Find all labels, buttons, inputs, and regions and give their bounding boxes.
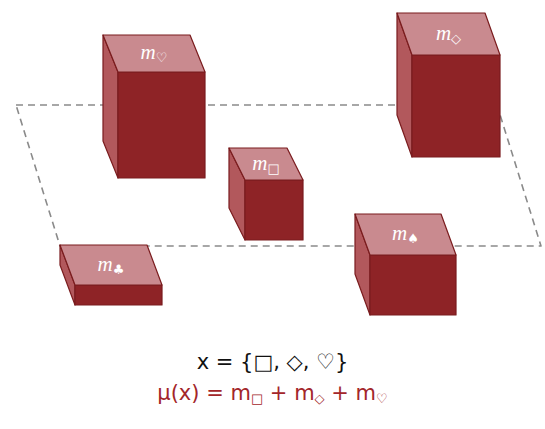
- top-face: [355, 214, 456, 255]
- mass-label: m◇: [436, 23, 461, 45]
- top-face-area: m♠: [363, 214, 449, 255]
- front-face: [412, 55, 500, 157]
- top-face-area: m□: [237, 148, 295, 180]
- top-face-area: m♣: [68, 245, 155, 285]
- box-block: m□: [229, 148, 303, 240]
- box-block: m♠: [355, 214, 456, 315]
- top-face-area: m♡: [111, 35, 198, 72]
- top-face: [60, 245, 162, 285]
- top-face-area: m◇: [405, 13, 493, 55]
- front-face: [370, 255, 456, 315]
- mass-label: m□: [252, 153, 279, 175]
- top-face: [397, 13, 500, 55]
- box-block: m♡: [103, 35, 205, 178]
- top-face: [229, 148, 303, 180]
- front-face: [118, 72, 205, 178]
- mass-label: m♣: [98, 254, 125, 276]
- set-definition: x = {□, ◇, ♡}: [0, 350, 545, 375]
- box-block: m◇: [397, 13, 500, 157]
- mass-label: m♡: [141, 42, 168, 64]
- front-face: [245, 180, 303, 240]
- mass-label: m♠: [392, 223, 419, 245]
- box-block: m♣: [60, 245, 162, 305]
- front-face: [75, 285, 162, 305]
- measure-formula: μ(x) = m□ + m◇ + m♡: [0, 381, 545, 407]
- top-face: [103, 35, 205, 72]
